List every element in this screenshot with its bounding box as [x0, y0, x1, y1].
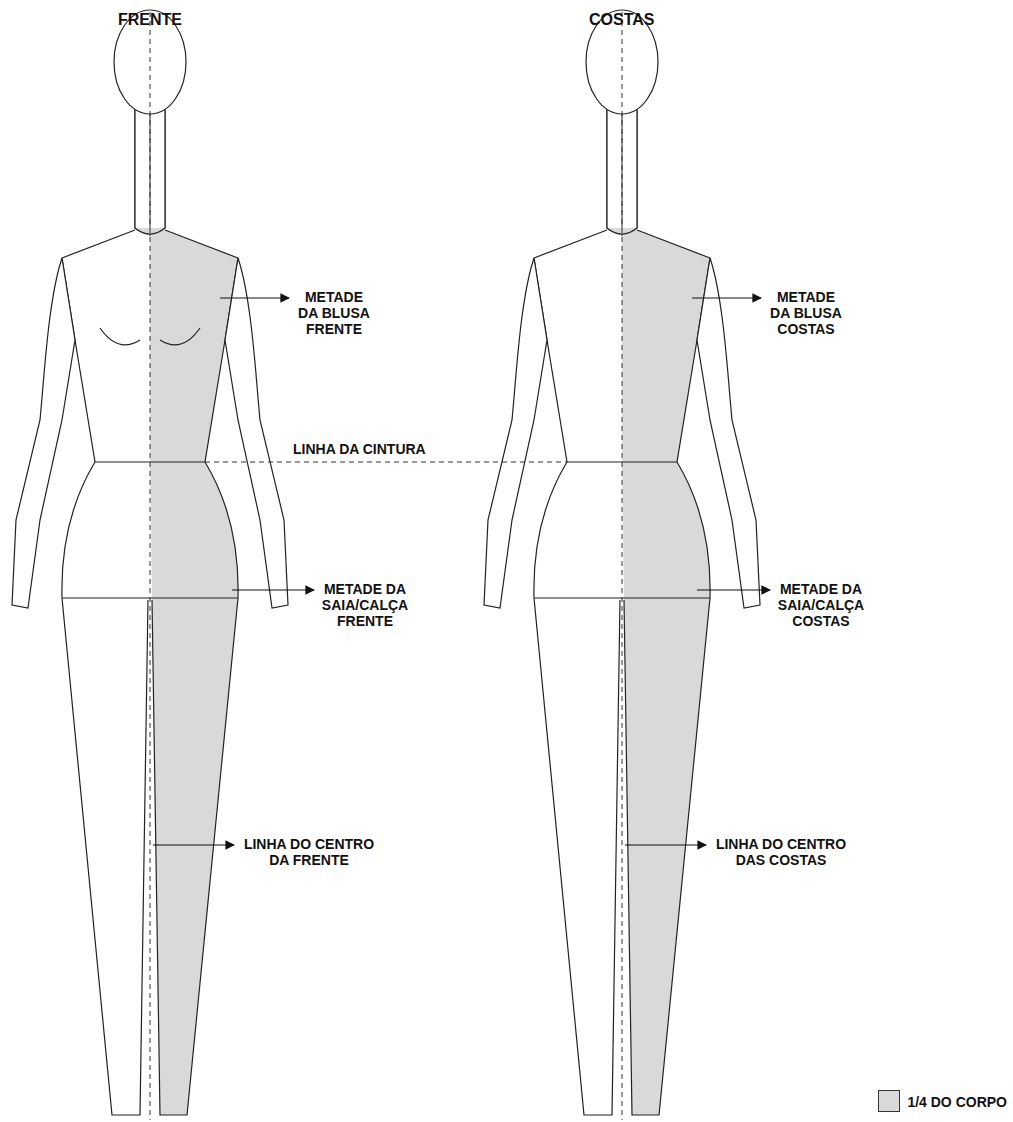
leader-arrow: [692, 297, 761, 298]
leader-arrow: [232, 589, 314, 590]
part-label: METADE DA SAIA/CALÇA FRENTE: [318, 581, 412, 629]
legend-label: 1/4 DO CORPO: [907, 1094, 1007, 1110]
legend-swatch: [878, 1090, 900, 1112]
part-label: METADE DA BLUSA FRENTE: [294, 289, 374, 337]
waist-line: [205, 462, 567, 463]
bust-line: [100, 328, 200, 345]
leader-arrow: [220, 297, 289, 298]
leader-arrow: [625, 844, 706, 845]
part-label: METADE DA SAIA/CALÇA COSTAS: [774, 581, 868, 629]
front-figure: [12, 10, 288, 1120]
leader-arrow: [153, 844, 234, 845]
line-label: LINHA DO CENTRO DA FRENTE: [238, 836, 380, 868]
line-label: LINHA DA CINTURA: [293, 441, 426, 457]
view-title: FRENTE: [118, 12, 182, 28]
part-label: METADE DA BLUSA COSTAS: [766, 289, 846, 337]
line-label: LINHA DO CENTRO DAS COSTAS: [710, 836, 852, 868]
back-figure: [484, 10, 760, 1120]
leader-arrow: [697, 589, 770, 590]
view-title: COSTAS: [589, 12, 654, 28]
